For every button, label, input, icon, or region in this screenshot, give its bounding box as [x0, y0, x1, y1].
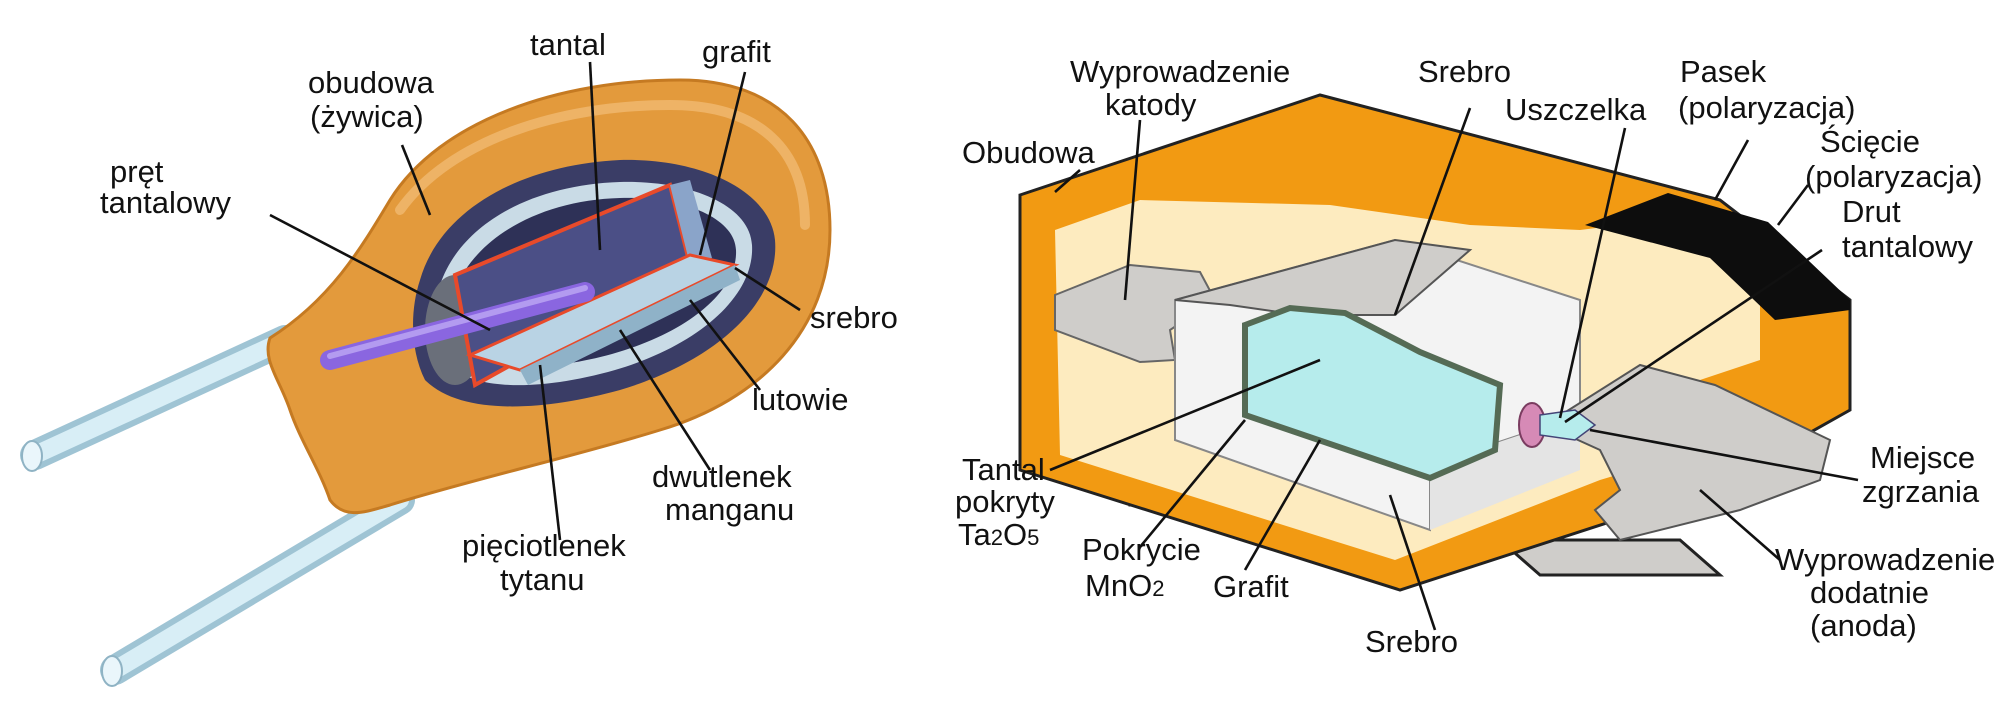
label-mno2-2: 2 — [1152, 576, 1164, 601]
label-polaryzacja-2: (polaryzacja) — [1805, 159, 1982, 194]
label-mno2: MnO2 — [1085, 568, 1164, 603]
label-lutowie: lutowie — [752, 382, 849, 417]
label-manganu: manganu — [665, 492, 794, 527]
label-tantalowy: tantalowy — [100, 185, 231, 220]
wire-legs — [20, 325, 415, 687]
polarity-stripe — [1585, 193, 1850, 320]
label-tytanu: tytanu — [500, 562, 584, 597]
label-dwutlenek: dwutlenek — [652, 459, 792, 494]
label-sciecie: Ścięcie — [1820, 123, 1920, 159]
label-obudowa-smd: Obudowa — [962, 135, 1095, 170]
tantalum-core — [1242, 304, 1504, 482]
label-grafit: grafit — [702, 34, 771, 69]
tantalum-rod — [320, 282, 595, 370]
label-pieciotlenek: pięciotlenek — [462, 528, 626, 563]
tantalum-wire — [1539, 409, 1597, 441]
left-leader-lines — [269, 61, 801, 541]
label-uszczelka: Uszczelka — [1505, 92, 1647, 127]
label-ta2o5-o: O — [1003, 517, 1027, 552]
label-srebro-top: Srebro — [1418, 54, 1511, 89]
label-katody: katody — [1105, 87, 1197, 122]
label-obudowa: obudowa — [308, 65, 435, 100]
smd-capacitor-illustration — [1018, 93, 1852, 592]
anode-lead — [1542, 363, 1832, 542]
label-srebro-bottom: Srebro — [1365, 624, 1458, 659]
label-anoda: (anoda) — [1810, 608, 1917, 643]
label-pokrycie: Pokrycie — [1082, 532, 1201, 567]
label-pret: pręt — [110, 154, 164, 189]
label-ta2o5-5: 5 — [1027, 525, 1039, 550]
label-srebro: srebro — [810, 300, 898, 335]
label-dodatnie: dodatnie — [1810, 575, 1929, 610]
label-pokryty: pokryty — [955, 484, 1055, 519]
radial-capacitor-illustration — [20, 78, 832, 687]
cathode-lead — [1054, 263, 1217, 364]
label-polaryzacja-1: (polaryzacja) — [1678, 90, 1855, 125]
label-ta2o5: Ta2O5 — [958, 517, 1039, 552]
label-tantal: tantal — [530, 27, 606, 62]
label-grafit-smd: Grafit — [1213, 569, 1289, 604]
label-mno2-mno: MnO — [1085, 568, 1152, 603]
right-labels: Wyprowadzenie katody Obudowa Srebro Uszc… — [955, 54, 1995, 659]
label-drut: Drut — [1842, 194, 1901, 229]
label-tantal-smd: Tantal — [962, 452, 1045, 487]
label-miejsce: Miejsce — [1870, 440, 1975, 475]
label-zgrzania: zgrzania — [1862, 474, 1980, 509]
label-wyprowadzenie: Wyprowadzenie — [1070, 54, 1290, 89]
label-wyprowadzenie-dodatnie: Wyprowadzenie — [1775, 542, 1995, 577]
label-pasek: Pasek — [1680, 54, 1767, 89]
label-zywica: (żywica) — [310, 99, 424, 134]
label-ta2o5-ta: Ta — [958, 517, 992, 552]
label-tantalowy-smd: tantalowy — [1842, 229, 1973, 264]
left-labels: tantal grafit obudowa (żywica) pręt tant… — [100, 27, 898, 597]
label-ta2o5-2: 2 — [991, 525, 1003, 550]
right-leader-lines — [1049, 107, 1859, 631]
